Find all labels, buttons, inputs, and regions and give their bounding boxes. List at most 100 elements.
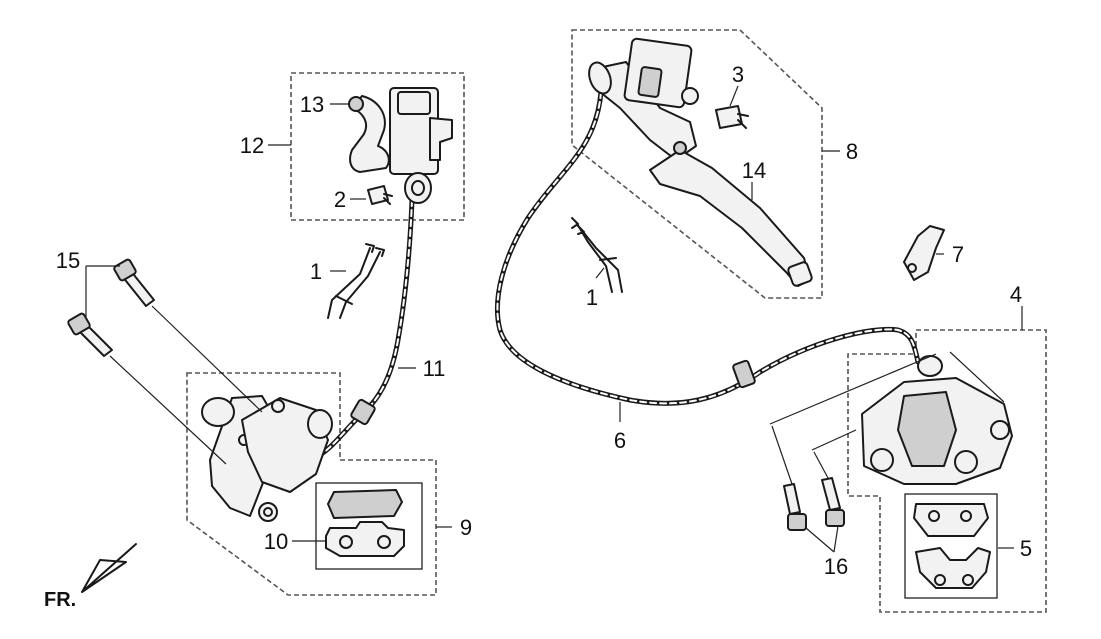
callout-3: 3 (732, 62, 744, 87)
rear-caliper (201, 395, 333, 522)
pad-hole-left (339, 535, 353, 549)
lever-tip (787, 261, 813, 287)
hose-bracket-7 (903, 225, 945, 281)
callout-7: 7 (952, 242, 964, 267)
bolt-upper-head (113, 258, 137, 282)
rear-reservoir-cap (397, 91, 431, 115)
pad-hole-c (934, 574, 946, 586)
callout-15: 15 (56, 248, 80, 273)
bolt-lower-head (67, 312, 91, 336)
front-banjo-fitting (588, 61, 612, 95)
callout-2: 2 (334, 187, 346, 212)
rear-clamp (429, 117, 453, 161)
caliper-bleeder (271, 399, 285, 413)
bolt-upper-guide-line (151, 305, 263, 413)
front-master-cylinder (588, 37, 813, 287)
callout-9: 9 (460, 515, 472, 540)
front-caliper-bridge (897, 391, 957, 467)
group-outline-8 (571, 29, 823, 299)
caliper-boss-right (990, 420, 1010, 440)
front-lever-pivot (673, 141, 687, 155)
bolt-guide-line-a (769, 353, 937, 425)
bolt-right-guide-line (813, 451, 829, 479)
caliper-piston-left (870, 448, 894, 472)
front-direction-indicator: FR. (44, 543, 137, 611)
wire-right (339, 251, 381, 319)
front-pad-bottom (915, 547, 991, 589)
bolt-left-head (787, 513, 807, 531)
caliper-piston-right (954, 450, 978, 474)
wire-terminal-left (365, 243, 375, 253)
rear-master-cylinder (348, 87, 453, 205)
caliper-mount-bolt (258, 502, 278, 522)
wire-terminal-right (577, 225, 585, 235)
hose-11-inner (313, 199, 413, 459)
wire-harness-rear (327, 243, 385, 319)
wire-terminal-right (375, 247, 385, 257)
rear-pad-bottom (325, 521, 405, 557)
leader-1b (595, 267, 605, 279)
callout-labels: 1 1 2 3 4 5 6 7 8 9 10 11 12 13 14 15 16 (56, 62, 1032, 579)
bracket-body (903, 225, 945, 281)
bolt-guide-line-b (811, 429, 857, 451)
bolt-right-shaft (821, 477, 841, 511)
callout-4: 4 (1010, 282, 1022, 307)
direction-label: FR. (44, 589, 76, 611)
rear-stop-switch-pins (383, 193, 393, 205)
hose-group (311, 89, 921, 461)
pad-hole-a (928, 510, 940, 522)
callout-10: 10 (264, 529, 288, 554)
group-outline-12 (290, 72, 465, 221)
bolt-right-head (825, 509, 845, 527)
bolt-left-guide-line (771, 425, 793, 485)
wire-right-tie (335, 295, 353, 305)
rear-banjo-fitting (404, 172, 432, 204)
leader-16a (805, 527, 835, 553)
callout-14: 14 (742, 158, 766, 183)
lever-pivot-bolt (348, 96, 364, 112)
front-brake-pads (904, 493, 998, 599)
rear-stop-switch (367, 185, 389, 205)
callout-12: 12 (240, 133, 264, 158)
leader-16b (833, 525, 839, 553)
direction-arrow-icon (81, 543, 137, 593)
front-reservoir-cap (637, 66, 663, 98)
front-brake-lever (649, 149, 811, 287)
bolt-guide-line-c (949, 351, 1005, 403)
callout-11: 11 (423, 356, 446, 381)
callout-6: 6 (614, 428, 626, 453)
rear-brake-pads (315, 482, 423, 570)
front-mirror-mount (681, 87, 699, 105)
rear-pad-top (327, 489, 403, 519)
front-banjo-bolt (917, 355, 943, 377)
hose-6-inner (496, 91, 919, 405)
caliper-piston-left (201, 397, 235, 427)
pad-hole-b (960, 510, 972, 522)
caliper-mount-bolt-inner (263, 507, 273, 517)
callout-8: 8 (846, 139, 858, 164)
front-stop-switch-pins (737, 113, 749, 129)
bolt-left-shaft (783, 483, 801, 515)
front-pads-frame (904, 493, 998, 599)
wire-harness-front (571, 217, 623, 293)
bracket-hole (907, 263, 917, 273)
group-outline-4 (847, 329, 1047, 613)
leader-3 (729, 85, 739, 107)
rear-banjo-fitting-inner (411, 180, 425, 196)
wire-right-tie (599, 257, 617, 261)
caliper-piston-right (307, 409, 333, 439)
rear-pads-frame (315, 482, 423, 570)
front-pad-top (913, 503, 989, 537)
rear-caliper-body (241, 397, 329, 493)
callout-16: 16 (824, 554, 848, 579)
pad-hole-d (962, 574, 974, 586)
callout-5: 5 (1020, 536, 1032, 561)
pad-hole-right (377, 535, 391, 549)
wire-terminal-left (571, 217, 579, 229)
rear-lever-body (349, 95, 390, 173)
bolts-15 (67, 258, 263, 465)
callout-1-front: 1 (586, 285, 598, 310)
hose-grommet-rear (350, 398, 376, 426)
front-stop-switch (715, 105, 743, 129)
